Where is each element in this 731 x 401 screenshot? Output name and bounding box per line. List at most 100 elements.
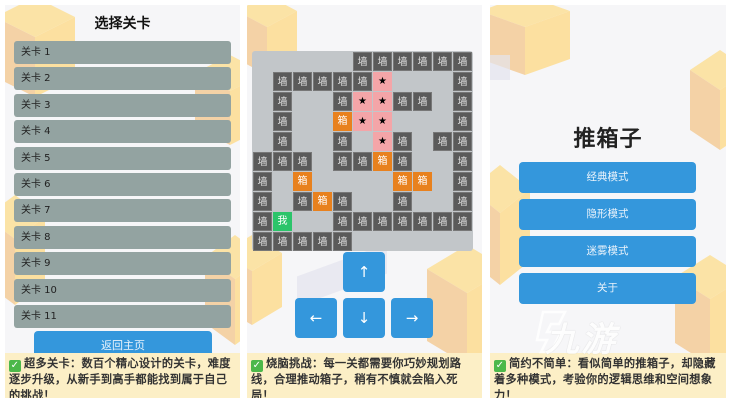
wall-tile: 墙 (253, 172, 272, 191)
gameplay-screen: 墙墙墙墙墙墙墙墙墙墙墙★墙墙墙★★墙墙墙墙箱★★墙墙墙★墙墙墙墙墙墙墙墙箱墙墙墙… (247, 5, 482, 398)
level-button-1[interactable]: 关卡 1 (14, 41, 231, 64)
level-button-5[interactable]: 关卡 5 (14, 146, 231, 170)
checkmark-icon: ✓ (251, 360, 263, 372)
wall-tile: 墙 (333, 72, 352, 91)
wall-tile: 墙 (273, 112, 292, 131)
wall-tile: 墙 (453, 132, 472, 151)
checkmark-icon: ✓ (9, 360, 21, 372)
wall-tile: 墙 (313, 232, 332, 251)
box-tile: 箱 (413, 172, 432, 191)
wall-tile: 墙 (273, 232, 292, 251)
level-button-7[interactable]: 关卡 7 (14, 199, 231, 223)
wall-tile: 墙 (293, 192, 312, 211)
wall-tile: 墙 (393, 52, 412, 71)
classic-mode-button[interactable]: 经典模式 (519, 162, 696, 193)
box-tile: 箱 (313, 192, 332, 211)
left-arrow-button[interactable]: ← (295, 298, 337, 338)
target-tile: ★ (373, 92, 392, 111)
wall-tile: 墙 (273, 72, 292, 91)
wall-tile: 墙 (433, 52, 452, 71)
box-tile: 箱 (293, 172, 312, 191)
wall-tile: 墙 (453, 152, 472, 171)
decor-cube (675, 255, 726, 365)
main-menu-screen: 推箱子 经典模式 隐形模式 迷雾模式 关于 ✓简约不简单：看似简单的推箱子，却隐… (490, 5, 726, 398)
wall-tile: 墙 (293, 72, 312, 91)
level-button-10[interactable]: 关卡 10 (14, 278, 231, 302)
wall-tile: 墙 (273, 92, 292, 111)
wall-tile: 墙 (453, 92, 472, 111)
watermark-text: 九游 (545, 320, 617, 360)
level-button-4[interactable]: 关卡 4 (14, 120, 231, 144)
target-tile: ★ (353, 112, 372, 131)
level-button-9[interactable]: 关卡 9 (14, 252, 231, 276)
page-title: 选择关卡 (94, 16, 151, 32)
wall-tile: 墙 (393, 212, 412, 231)
wall-tile: 墙 (353, 212, 372, 231)
wall-tile: 墙 (393, 132, 412, 151)
wall-tile: 墙 (253, 212, 272, 231)
level-button-11[interactable]: 关卡 11 (14, 304, 231, 328)
box-tile: 箱 (393, 172, 412, 191)
target-tile: ★ (373, 72, 392, 91)
wall-tile: 墙 (253, 152, 272, 171)
feature-caption: ✓烧脑挑战：每一关都需要你巧妙规划路线，合理推动箱子，稍有不慎就会陷入死局！ (247, 353, 482, 398)
wall-tile: 墙 (413, 212, 432, 231)
down-arrow-button[interactable]: ↓ (343, 298, 385, 338)
wall-tile: 墙 (333, 132, 352, 151)
box-tile: 箱 (333, 112, 352, 131)
up-arrow-button[interactable]: ↑ (343, 252, 385, 292)
wall-tile: 墙 (453, 52, 472, 71)
wall-tile: 墙 (313, 72, 332, 91)
wall-tile: 墙 (453, 72, 472, 91)
wall-tile: 墙 (333, 212, 352, 231)
wall-tile: 墙 (253, 232, 272, 251)
wall-tile: 墙 (413, 92, 432, 111)
caption-text: 烧脑挑战：每一关都需要你巧妙规划路线，合理推动箱子，稍有不慎就会陷入死局！ (251, 357, 462, 398)
decor-slab (490, 55, 510, 80)
jiuyou-logo-icon (535, 310, 567, 354)
level-button-2[interactable]: 关卡 2 (14, 67, 231, 91)
decor-cube (427, 245, 482, 365)
decor-cube (690, 50, 726, 150)
level-select-screen: 选择关卡 关卡 1 关卡 2 关卡 3 关卡 4 关卡 5 关卡 6 关卡 7 … (5, 5, 240, 398)
right-arrow-button[interactable]: → (391, 298, 433, 338)
wall-tile: 墙 (453, 192, 472, 211)
fog-mode-button[interactable]: 迷雾模式 (519, 236, 696, 267)
target-tile: ★ (373, 112, 392, 131)
box-tile: 箱 (373, 152, 392, 171)
checkmark-icon: ✓ (494, 360, 506, 372)
wall-tile: 墙 (293, 232, 312, 251)
level-button-3[interactable]: 关卡 3 (14, 93, 231, 117)
wall-tile: 墙 (353, 72, 372, 91)
wall-tile: 墙 (453, 212, 472, 231)
wall-tile: 墙 (253, 192, 272, 211)
wall-tile: 墙 (393, 192, 412, 211)
level-list: 关卡 1 关卡 2 关卡 3 关卡 4 关卡 5 关卡 6 关卡 7 关卡 8 … (14, 41, 231, 331)
feature-caption: ✓简约不简单：看似简单的推箱子，却隐藏着多种模式，考验你的逻辑思维和空间想象力！ (490, 353, 726, 398)
invisible-mode-button[interactable]: 隐形模式 (519, 199, 696, 230)
wall-tile: 墙 (433, 132, 452, 151)
level-button-8[interactable]: 关卡 8 (14, 225, 231, 249)
wall-tile: 墙 (453, 172, 472, 191)
wall-tile: 墙 (393, 92, 412, 111)
decor-cube (490, 5, 570, 75)
wall-tile: 墙 (333, 232, 352, 251)
wall-tile: 墙 (333, 92, 352, 111)
wall-tile: 墙 (353, 152, 372, 171)
caption-text: 简约不简单：看似简单的推箱子，却隐藏着多种模式，考验你的逻辑思维和空间想象力！ (494, 357, 716, 398)
player-tile: 我 (273, 212, 292, 231)
wall-tile: 墙 (333, 192, 352, 211)
app-title: 推箱子 (573, 127, 643, 152)
wall-tile: 墙 (373, 52, 392, 71)
wall-tile: 墙 (273, 132, 292, 151)
caption-text: 超多关卡：数百个精心设计的关卡，难度逐步升级，从新手到高手都能找到属于自己的挑战… (9, 357, 231, 398)
wall-tile: 墙 (293, 152, 312, 171)
target-tile: ★ (353, 92, 372, 111)
wall-tile: 墙 (353, 52, 372, 71)
level-button-6[interactable]: 关卡 6 (14, 172, 231, 196)
about-button[interactable]: 关于 (519, 273, 696, 304)
wall-tile: 墙 (413, 52, 432, 71)
wall-tile: 墙 (373, 212, 392, 231)
wall-tile: 墙 (453, 112, 472, 131)
